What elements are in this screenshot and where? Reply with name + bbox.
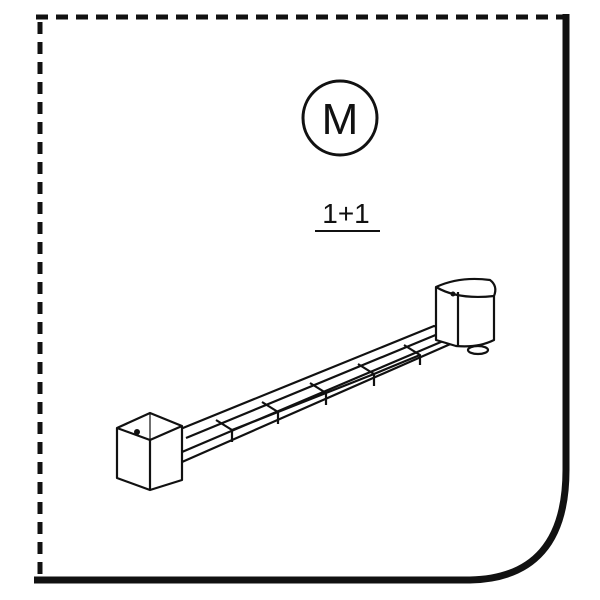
frame-right-bottom-solid [34,14,570,584]
part-badge: M [301,79,379,157]
bracket-part [115,277,497,492]
bracket-ribs [215,344,422,442]
quantity-label: 1+1 [322,198,370,229]
part-label: M [322,95,359,144]
part-badge-circle [301,79,379,157]
quantity: 1+1 [315,198,380,232]
bracket-left-square-cup [115,411,184,492]
panel-frame [34,14,570,584]
bracket-right-round-cup [434,277,497,356]
